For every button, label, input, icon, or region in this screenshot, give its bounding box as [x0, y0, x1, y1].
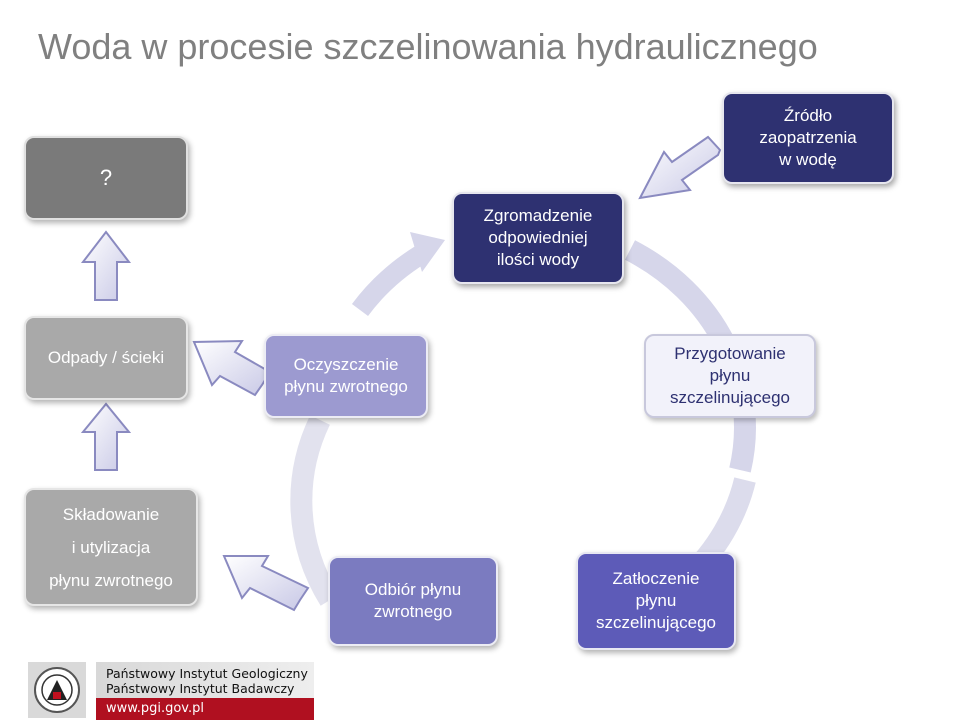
node-water-source: Źródło zaopatrzenia w wodę	[722, 92, 894, 184]
footer-url-bar	[96, 698, 314, 720]
arrow-collection-to-storage	[222, 555, 310, 612]
node-storage-disposal-line-2: i utylizacja	[71, 537, 151, 557]
node-waste-sewage-label: Odpady / ścieki	[47, 348, 165, 367]
arrow-treatment-to-waste	[192, 339, 272, 397]
node-unknown-label: ?	[99, 165, 113, 190]
institute-logo	[28, 662, 86, 718]
node-unknown: ?	[24, 136, 188, 220]
node-flowback-collection-line-1: Odbiór płynu	[364, 580, 462, 599]
footer-institute-name: Państwowy Instytut Geologiczny	[106, 666, 308, 681]
node-fluid-preparation: Przygotowanie płynu szczelinującego	[644, 334, 816, 418]
node-water-source-line-3: w wodę	[779, 150, 837, 169]
node-storage-disposal-line-3: płynu zwrotnego	[49, 570, 173, 590]
node-storage-disposal-line-1: Składowanie	[62, 504, 160, 524]
node-storage-disposal: Składowanie i utylizacja płynu zwrotnego	[24, 488, 198, 606]
arrow-storage-to-waste	[80, 402, 132, 471]
node-water-source-line-1: Źródło	[783, 106, 833, 125]
arrow-waste-to-unknown	[80, 230, 132, 301]
arrow-source-to-accumulation	[638, 135, 722, 200]
node-water-accumulation-line-2: odpowiedniej	[488, 228, 588, 247]
node-water-accumulation-line-1: Zgromadzenie	[483, 206, 593, 225]
node-fluid-injection-line-1: Zatłoczenie	[612, 569, 700, 588]
node-fluid-injection-line-3: szczelinującego	[595, 613, 716, 632]
node-flowback-collection-line-2: zwrotnego	[373, 602, 453, 621]
node-water-source-line-2: zaopatrzenia	[759, 128, 857, 147]
node-flowback-treatment-line-1: Oczyszczenie	[293, 355, 399, 374]
node-flowback-treatment: Oczyszczenie płynu zwrotnego	[264, 334, 428, 418]
node-flowback-treatment-line-2: płynu zwrotnego	[284, 377, 408, 396]
footer-url-link[interactable]: www.pgi.gov.pl	[106, 701, 204, 716]
node-water-accumulation-line-3: ilości wody	[496, 250, 580, 269]
node-fluid-injection: Zatłoczenie płynu szczelinującego	[576, 552, 736, 650]
institute-logo-icon	[34, 667, 80, 713]
page-title: Woda w procesie szczelinowania hydraulic…	[38, 26, 818, 67]
footer-institute-subtitle: Państwowy Instytut Badawczy	[106, 681, 295, 696]
node-fluid-injection-line-2: płynu	[635, 591, 677, 610]
node-fluid-preparation-line-2: płynu	[709, 366, 751, 385]
node-fluid-preparation-line-3: szczelinującego	[669, 388, 790, 407]
node-fluid-preparation-line-1: Przygotowanie	[674, 344, 786, 363]
node-flowback-collection: Odbiór płynu zwrotnego	[328, 556, 498, 646]
node-waste-sewage: Odpady / ścieki	[24, 316, 188, 400]
node-water-accumulation: Zgromadzenie odpowiedniej ilości wody	[452, 192, 624, 284]
